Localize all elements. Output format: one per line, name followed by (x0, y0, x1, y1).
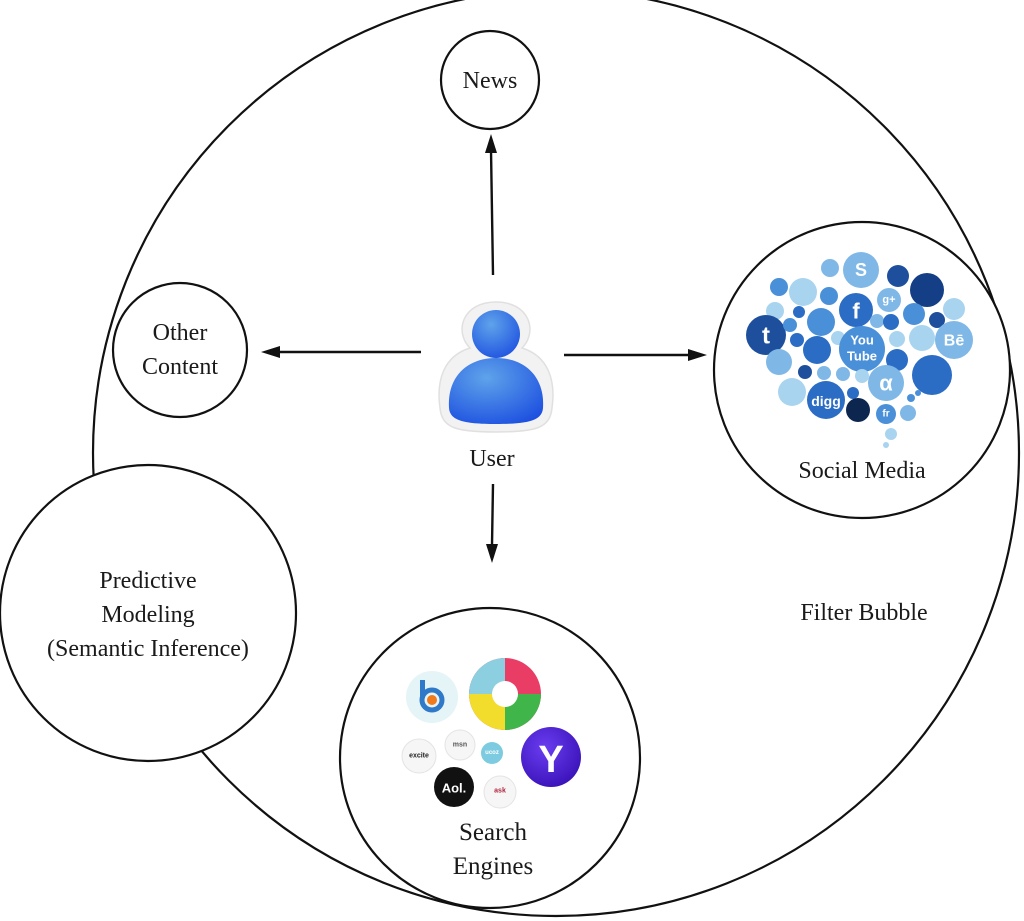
aol-icon (434, 767, 474, 807)
apple-icon (887, 265, 909, 287)
search-engines-label-line2: Engines (453, 853, 534, 880)
xing-icon (766, 302, 784, 320)
other-content-node: Other Content (111, 281, 249, 419)
user-label: User (469, 446, 514, 472)
facebook-glyph: f (852, 299, 860, 324)
bing-ring (419, 687, 445, 713)
mail-icon (817, 366, 831, 380)
tv-icon (889, 331, 905, 347)
edge-user-search-engines (486, 483, 498, 563)
predictive-modeling-label-line2: Modeling (101, 602, 194, 628)
pinterest-icon (820, 287, 838, 305)
yahoo-glyph: Y (538, 739, 563, 781)
edge-user-other-content (261, 346, 421, 358)
small-bubble-icon (900, 405, 916, 421)
blogger-icon (943, 298, 965, 320)
search-engine-logos: excite msn ucoz Y Aol. ask (401, 658, 581, 809)
user-icon (438, 301, 554, 433)
google-icon (469, 658, 541, 730)
news-node: News (439, 29, 541, 131)
reddit-icon (912, 355, 952, 395)
tumblr-icon (746, 315, 786, 355)
small-dark-icon (790, 333, 804, 347)
picasa-icon (870, 314, 884, 328)
facebook-icon (839, 293, 873, 327)
news-label: News (463, 68, 518, 94)
predictive-modeling-node: Predictive Modeling (Semantic Inference) (0, 463, 298, 763)
predictive-modeling-label-line1: Predictive (99, 568, 196, 594)
other-content-label-line2: Content (142, 354, 218, 380)
ask-glyph: ask (494, 788, 506, 795)
linkedin-icon (793, 306, 805, 318)
google-plus-icon (877, 288, 901, 312)
flickr-icon (876, 404, 896, 424)
bing-dot (427, 695, 437, 705)
search-engines-node: excite msn ucoz Y Aol. ask Search Engine… (338, 606, 642, 910)
ucoz-icon (481, 742, 503, 764)
digg-glyph: digg (811, 393, 841, 409)
android-icon (798, 365, 812, 379)
msn-icon (444, 729, 476, 761)
instagram-icon (770, 278, 788, 296)
skype-glyph: S (855, 260, 867, 280)
bing-stem (420, 680, 425, 698)
skype-icon (843, 252, 879, 288)
github-icon (846, 398, 870, 422)
behance-icon (935, 321, 973, 359)
other-content-label-line1: Other (153, 320, 208, 346)
dribbble-icon (789, 278, 817, 306)
yahoo-icon (521, 727, 581, 787)
filter-bubble-circle (92, 0, 1020, 917)
behance-glyph: Bē (944, 333, 965, 350)
stumbleupon-icon (929, 312, 945, 328)
small-blue-icon (783, 318, 797, 332)
yelp-icon (886, 349, 908, 371)
edge-user-news (485, 134, 497, 276)
youtube-glyph-2: Tube (847, 349, 877, 364)
soundcloud-icon (821, 259, 839, 277)
chat-icon (803, 336, 831, 364)
ask-icon (483, 775, 517, 809)
tumblr-glyph: t (762, 323, 770, 350)
rss-icon (778, 378, 806, 406)
refresh-icon (807, 308, 835, 336)
google-plus-glyph: g+ (882, 294, 895, 306)
social-media-label: Social Media (798, 458, 926, 484)
lastfm-icon (883, 314, 899, 330)
share-icon (903, 303, 925, 325)
aol-glyph: Aol. (442, 781, 467, 796)
search-bubble-icon (885, 428, 897, 440)
search-engines-label-line1: Search (459, 819, 528, 846)
dot-icon (883, 442, 889, 448)
evernote-icon (910, 273, 944, 307)
predictive-modeling-label-line3: (Semantic Inference) (47, 636, 249, 662)
social-media-node: S f g+ t (712, 220, 1012, 520)
social-media-icon-cloud: S f g+ t (746, 252, 973, 448)
excite-icon (401, 738, 437, 774)
filter-bubble-label: Filter Bubble (800, 600, 927, 626)
speech-icon (909, 325, 935, 351)
flickr-glyph: fr (882, 409, 889, 420)
vimeo-icon (855, 369, 869, 383)
alpha-glyph: α (879, 371, 893, 396)
digg-icon (807, 381, 845, 419)
excite-glyph: excite (409, 753, 429, 760)
delicious-icon (836, 367, 850, 381)
dot-icon (907, 394, 915, 402)
twitter-icon (766, 349, 792, 375)
dot-icon (915, 390, 921, 396)
alpha-icon (868, 365, 904, 401)
edge-user-social-media (564, 349, 707, 361)
msn-glyph: msn (453, 742, 467, 749)
youtube-icon (839, 326, 885, 372)
ce-icon (847, 387, 859, 399)
user-node: User (438, 301, 554, 472)
ucoz-glyph: ucoz (485, 750, 499, 756)
youtube-glyph-1: You (850, 333, 874, 348)
